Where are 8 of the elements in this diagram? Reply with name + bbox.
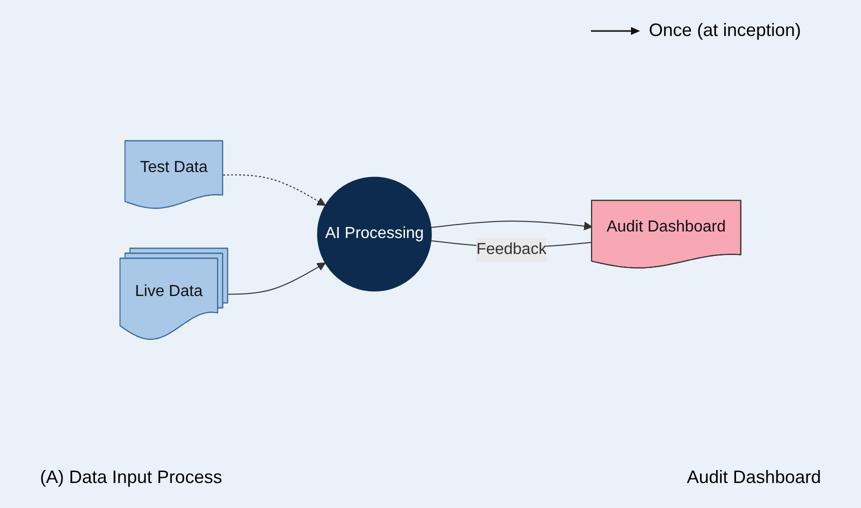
edge-label: Feedback (476, 241, 547, 258)
section-label: (A) Data Input Process (40, 467, 222, 488)
arrow (430, 220, 593, 230)
arrow (228, 262, 326, 295)
node-circle: AI Processing (317, 176, 432, 292)
section-label: Audit Dashboard (686, 467, 821, 488)
arrow (222, 174, 326, 206)
legend-text: Once (at inception) (648, 20, 801, 41)
